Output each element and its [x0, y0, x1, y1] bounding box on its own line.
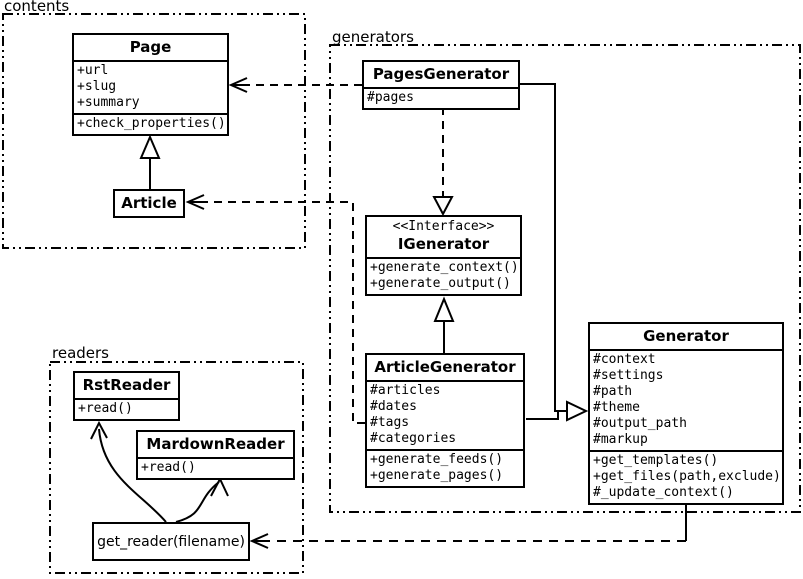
- class-title: Generator: [643, 327, 729, 345]
- methods-section: +generate_feeds() +generate_pages(): [367, 449, 523, 486]
- method: +get_templates(): [593, 453, 719, 468]
- generalization-articlegenerator-to-igenerator: [433, 296, 455, 353]
- attribute: #path: [593, 384, 633, 399]
- method: +generate_feeds(): [370, 452, 504, 467]
- method: +get_files(path,exclude): [593, 469, 781, 484]
- attribute: #pages: [367, 90, 414, 105]
- package-border-contents: [2, 13, 306, 249]
- arrow-getreader-to-mardownreader: [175, 476, 229, 523]
- package-label-readers: readers: [52, 344, 109, 362]
- attribute: #categories: [370, 431, 457, 446]
- class-box-generator: Generator #context #settings #path #them…: [588, 322, 784, 505]
- attribute: #articles: [370, 383, 441, 398]
- function-box-get-reader: get_reader(filename): [92, 522, 250, 561]
- attributes-section: #articles #dates #tags #categories: [367, 380, 523, 449]
- attribute: #settings: [593, 368, 664, 383]
- method: +check_properties(): [77, 116, 226, 131]
- package-border-readers: [49, 361, 304, 574]
- attribute: #tags: [370, 415, 410, 430]
- class-box-igenerator: <<Interface>> IGenerator +generate_conte…: [365, 215, 522, 296]
- class-box-page: Page +url +slug +summary +check_properti…: [72, 33, 229, 136]
- attributes-section: #context #settings #path #theme #output_…: [590, 349, 782, 450]
- method: +read(): [141, 460, 196, 475]
- method: #_update_context(): [593, 485, 734, 500]
- attribute: +slug: [77, 79, 117, 94]
- methods-section: +get_templates() +get_files(path,exclude…: [590, 450, 782, 503]
- method: +generate_context(): [370, 260, 519, 275]
- class-box-pagesgenerator: PagesGenerator #pages: [362, 60, 520, 110]
- attribute: #dates: [370, 399, 417, 414]
- class-title: Page: [129, 38, 172, 56]
- method: +read(): [78, 401, 133, 416]
- methods-section: +read(): [75, 398, 178, 419]
- generalization-article-to-page: [139, 134, 161, 190]
- class-box-rstreader: RstReader +read(): [73, 371, 180, 421]
- class-title: RstReader: [82, 376, 171, 394]
- class-box-article: Article: [113, 189, 185, 218]
- attribute: #markup: [593, 432, 648, 447]
- realization-pagesgenerator-to-igenerator: [432, 107, 454, 217]
- package-border-generators: [329, 44, 801, 513]
- attribute: #context: [593, 352, 656, 367]
- class-title: MardownReader: [146, 435, 285, 453]
- methods-section: +check_properties(): [74, 113, 227, 134]
- methods-section: +generate_context() +generate_output(): [367, 257, 520, 294]
- class-stereotype: <<Interface>>: [392, 219, 495, 234]
- attributes-section: #pages: [364, 87, 518, 108]
- generalization-generators-to-generator: [520, 83, 589, 422]
- attributes-section: +url +slug +summary: [74, 60, 227, 113]
- function-label: get_reader(filename): [97, 533, 245, 550]
- attribute: +summary: [77, 95, 140, 110]
- class-title: Article: [121, 194, 177, 212]
- methods-section: +read(): [138, 457, 293, 478]
- dependency-pagesgenerator-to-page: [228, 77, 362, 93]
- class-box-articlegenerator: ArticleGenerator #articles #dates #tags …: [365, 353, 525, 488]
- attribute: #theme: [593, 400, 640, 415]
- dependency-generator-to-getreader: [249, 503, 687, 549]
- dependency-articlegenerator-to-article: [185, 194, 365, 424]
- class-box-mardownreader: MardownReader +read(): [136, 430, 295, 480]
- attribute: +url: [77, 63, 109, 78]
- arrow-getreader-to-rstreader: [90, 420, 167, 523]
- class-title: PagesGenerator: [372, 65, 510, 83]
- package-label-generators: generators: [332, 28, 414, 46]
- class-title: IGenerator: [397, 235, 490, 253]
- method: +generate_output(): [370, 276, 511, 291]
- package-label-contents: contents: [4, 0, 70, 15]
- method: +generate_pages(): [370, 468, 504, 483]
- class-title: ArticleGenerator: [374, 358, 516, 376]
- attribute: #output_path: [593, 416, 687, 431]
